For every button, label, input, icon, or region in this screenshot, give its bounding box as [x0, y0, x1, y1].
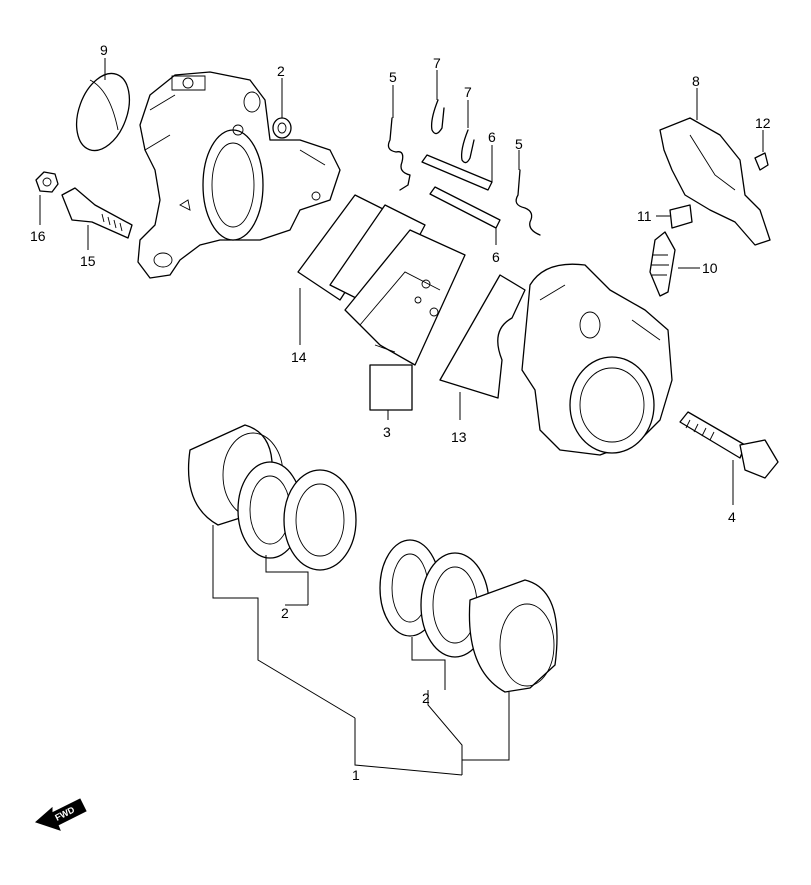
- caliper-cap-part: [75, 72, 131, 152]
- brake-pad-part: [329, 204, 466, 411]
- callout-9: 9: [100, 42, 108, 58]
- callout-7-left: 7: [433, 55, 441, 71]
- leader-lines: [39, 58, 764, 776]
- callout-labels: 1 2 2 2 3 4 5 5 6 6 7 7 8 9 10 11 12 13 …: [30, 42, 771, 783]
- caliper-body-outer-part: [521, 263, 673, 456]
- callout-13: 13: [451, 429, 467, 445]
- callout-10: 10: [702, 260, 718, 276]
- callout-2-top: 2: [277, 63, 285, 79]
- mounting-bolt-part: [679, 411, 779, 479]
- callout-4: 4: [728, 509, 736, 525]
- piston-right-part: [468, 579, 558, 693]
- pad-spring-part: [387, 117, 541, 236]
- caliper-cover-part: [659, 117, 771, 246]
- callout-2-right: 2: [422, 690, 430, 706]
- pad-pin-part: [421, 154, 501, 229]
- callout-11: 11: [637, 208, 652, 224]
- washer-part: [272, 117, 292, 139]
- callout-3: 3: [383, 424, 391, 440]
- callout-5-right: 5: [515, 136, 523, 152]
- forward-direction-marker: FWD: [35, 798, 87, 831]
- forward-arrow-icon: [35, 798, 87, 831]
- bleeder-valve-part: [649, 231, 676, 297]
- piston-seal-left-part: [237, 461, 357, 571]
- callout-16: 16: [30, 228, 46, 244]
- callout-6-top: 6: [488, 129, 496, 145]
- callout-6-bottom: 6: [492, 249, 500, 265]
- pad-shim-outer-part: [439, 274, 526, 399]
- cover-screw-part: [754, 152, 769, 171]
- callout-5-left: 5: [389, 69, 397, 85]
- callout-2-left: 2: [281, 605, 289, 621]
- callout-15: 15: [80, 253, 96, 269]
- bleeder-cap-part: [669, 204, 693, 229]
- callout-7-right: 7: [464, 84, 472, 100]
- callout-1: 1: [352, 767, 360, 783]
- callout-12: 12: [755, 115, 771, 131]
- callout-14: 14: [291, 349, 307, 365]
- nut-part: [35, 171, 59, 193]
- callout-8: 8: [692, 73, 700, 89]
- piston-seal-right-part: [379, 539, 490, 658]
- bolt-part: [61, 187, 133, 239]
- caliper-body-inner-part: [137, 71, 341, 279]
- retaining-clip-part: [430, 99, 475, 164]
